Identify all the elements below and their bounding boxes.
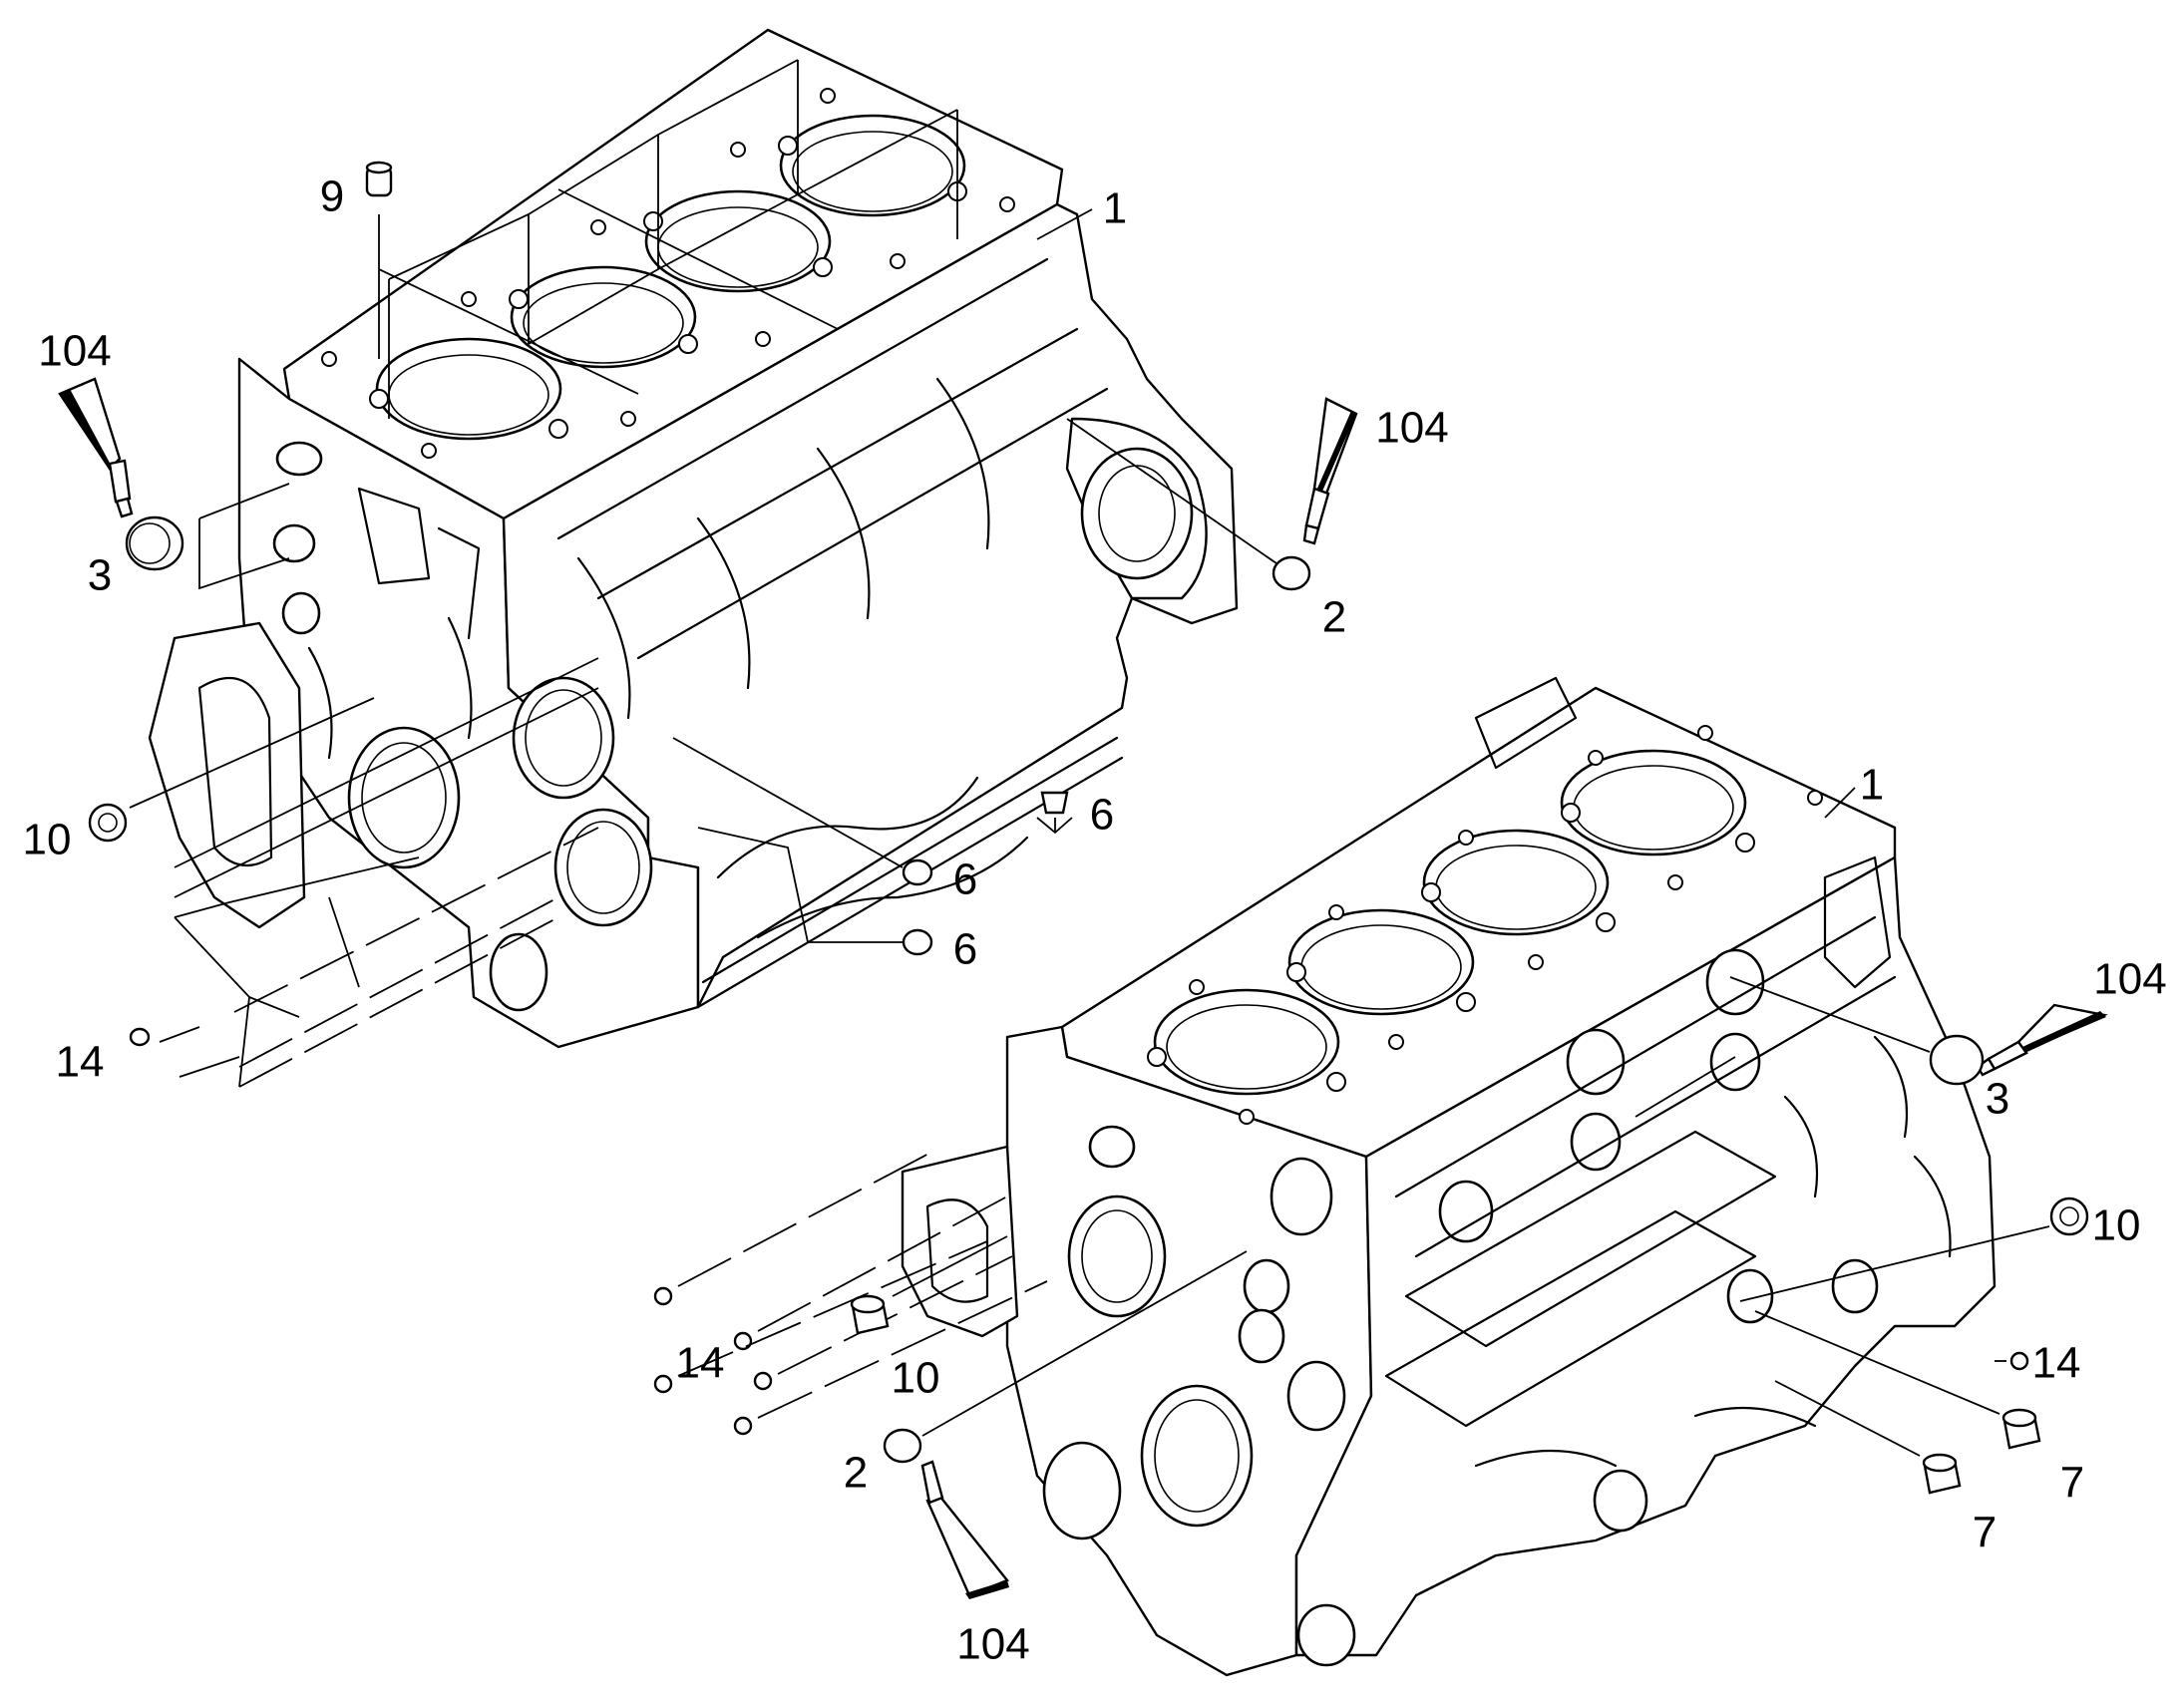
callout-c1-top: 1 — [1103, 184, 1127, 233]
callout-c7-b: 7 — [1973, 1509, 1997, 1557]
callout-c14-left: 14 — [56, 1038, 105, 1087]
engine-block-upper — [148, 28, 1239, 1049]
item-104-sealant-tube-b — [1302, 397, 1358, 545]
callout-c2-bottom: 2 — [844, 1449, 868, 1498]
callout-c104-d: 104 — [956, 1620, 1029, 1669]
item-104-sealant-tube-c — [1976, 1003, 2108, 1077]
callout-c10-left: 10 — [23, 816, 72, 864]
callout-c104-b: 104 — [1375, 404, 1448, 453]
callout-c6-a: 6 — [1090, 791, 1114, 840]
callout-c6-b: 6 — [953, 855, 977, 904]
callout-c10-right: 10 — [2092, 1201, 2141, 1250]
callout-c14-mid: 14 — [676, 1339, 725, 1388]
callout-c9: 9 — [320, 172, 344, 221]
callout-c3-right: 3 — [1986, 1075, 2009, 1124]
callout-c3-left: 3 — [88, 551, 112, 600]
parts-and-leaders — [58, 161, 2108, 1599]
engine-block-lower — [901, 676, 1997, 1677]
callout-c6-c: 6 — [953, 925, 977, 974]
callout-c2-top: 2 — [1322, 593, 1346, 642]
callout-c1-bottom: 1 — [1860, 761, 1884, 810]
callout-c104-a: 104 — [38, 327, 111, 376]
callout-labels: 1 9 104 104 3 2 6 6 6 10 14 1 104 3 10 14 7 7 14 10 2 104 — [23, 172, 2167, 1669]
item-104-sealant-tube-d — [920, 1460, 1009, 1599]
callout-c14-right: 14 — [2032, 1339, 2081, 1388]
callout-c7-a: 7 — [2060, 1459, 2084, 1508]
item-104-sealant-tube-a — [58, 377, 134, 518]
callout-c10-mid: 10 — [892, 1354, 940, 1403]
item-9-plug — [365, 161, 393, 359]
callout-c104-c: 104 — [2093, 955, 2166, 1004]
